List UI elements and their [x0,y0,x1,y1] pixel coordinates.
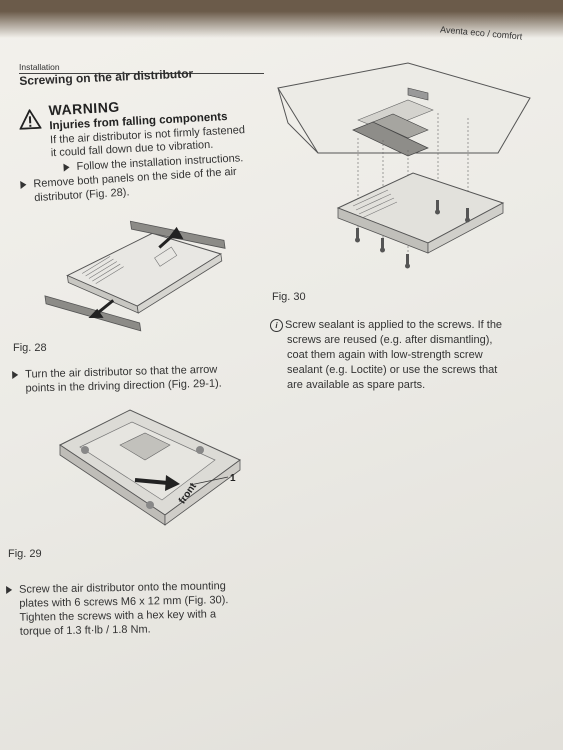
note-text: sealant (e.g. Loctite) or use the screws… [287,364,498,376]
warning-title: WARNING [48,98,121,119]
fig30-illustration [277,62,531,269]
step-text: torque of 1.3 ft·lb / 1.8 Nm. [19,623,151,638]
note-text: are available as spare parts. [287,379,426,391]
bullet-arrow-icon [6,585,13,595]
step-remove-panels: Remove both panels on the side of the ai… [20,165,238,206]
note-text: coat them again with low-strength screw [287,349,483,361]
fig28-illustration [44,220,226,332]
fig29-illustration: front 1 [59,409,241,526]
page-top-shadow [0,0,563,38]
fig28-label: Fig. 28 [13,342,47,354]
info-icon: i [270,319,283,332]
step-turn-distributor: Turn the air distributor so that the arr… [12,363,222,396]
bullet-arrow-icon [12,370,19,380]
fig29-callout: 1 [230,473,236,484]
bullet-arrow-icon [63,163,70,172]
section-divider [19,73,264,74]
fig30-label: Fig. 30 [272,291,306,303]
warning-block: WARNING Injuries from falling components… [16,87,266,173]
step-screw-distributor: Screw the air distributor onto the mount… [6,579,229,639]
fig29-label: Fig. 29 [8,548,42,560]
bullet-arrow-icon [20,180,27,190]
warning-triangle-icon [19,108,42,130]
section-label: Installation [19,62,60,72]
note-text: screws are reused (e.g. after dismantlin… [287,334,493,346]
note-text: Screw sealant is applied to the screws. … [285,319,503,331]
